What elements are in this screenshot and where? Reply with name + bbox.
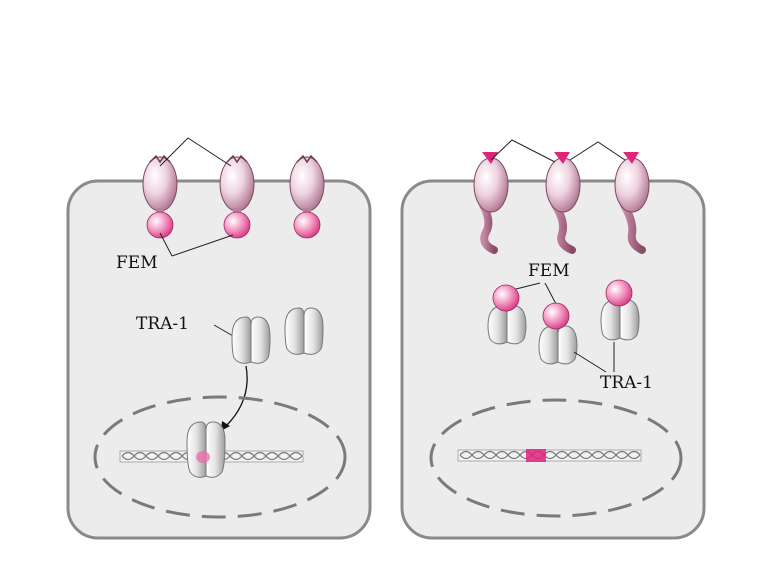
left-fem-leader xyxy=(159,232,234,257)
left-tra1-label: TRA-1 xyxy=(136,314,189,334)
left-nucleus xyxy=(93,395,347,519)
right-ligand-1 xyxy=(482,152,498,164)
right-top-bracket xyxy=(490,139,626,163)
left-fem-3 xyxy=(293,211,321,239)
right-tra1-leader xyxy=(573,342,615,373)
right-cell: FEM TRA-1 xyxy=(400,139,706,540)
right-ligand-3 xyxy=(623,152,639,164)
left-top-bracket xyxy=(159,137,232,167)
left-fem-2 xyxy=(223,211,251,239)
left-fem-label: FEM xyxy=(116,253,158,273)
left-receptor-3 xyxy=(289,154,325,239)
right-tra1-label: TRA-1 xyxy=(600,373,653,393)
left-receptor-2 xyxy=(219,154,255,239)
left-cell-membrane xyxy=(66,179,372,540)
left-receptor-1 xyxy=(142,154,178,239)
right-fem-label: FEM xyxy=(528,261,570,281)
left-tra1-protein-2 xyxy=(284,307,324,355)
right-ligand-2 xyxy=(554,152,570,164)
right-dna-binding-site xyxy=(526,449,546,462)
right-complex-1 xyxy=(487,284,527,345)
right-receptor-3 xyxy=(614,152,650,254)
right-receptor-1 xyxy=(473,152,509,254)
left-tra1-bound xyxy=(186,421,226,478)
right-complex-3 xyxy=(600,279,640,341)
right-complex-2 xyxy=(538,302,578,365)
left-fem-1 xyxy=(146,211,174,239)
right-fem-leader xyxy=(511,282,557,305)
left-tra1-protein-1 xyxy=(231,316,271,364)
right-dna xyxy=(457,449,642,462)
right-nucleus xyxy=(429,398,683,518)
right-receptor-2 xyxy=(545,152,581,254)
left-cell: FEM TRA-1 xyxy=(66,137,372,540)
